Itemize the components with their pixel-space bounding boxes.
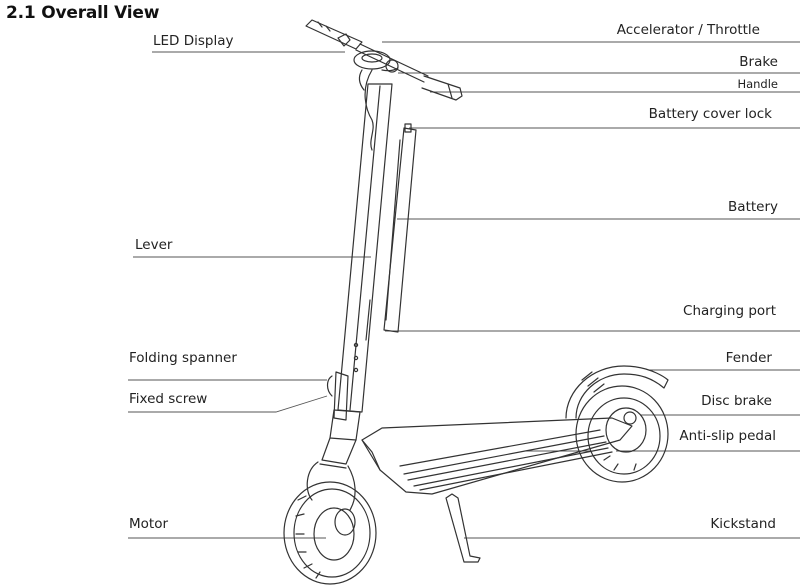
- label-brake: Brake: [739, 54, 778, 70]
- label-disc-brake: Disc brake: [701, 393, 772, 409]
- handlebar: [305, 19, 463, 101]
- label-accelerator: Accelerator / Throttle: [616, 22, 760, 38]
- label-battery-cover-lock: Battery cover lock: [648, 106, 772, 122]
- stem-lever: [337, 83, 393, 413]
- label-fender: Fender: [725, 350, 772, 366]
- kickstand: [445, 493, 481, 563]
- label-kickstand: Kickstand: [710, 516, 776, 532]
- deck: [361, 417, 633, 495]
- led-display-unit: [353, 50, 399, 91]
- brake-cable: [364, 69, 374, 151]
- label-handle: Handle: [737, 77, 778, 91]
- rear-fender: [565, 365, 669, 419]
- label-battery: Battery: [728, 199, 778, 215]
- label-lever: Lever: [135, 237, 173, 253]
- front-fork: [306, 437, 357, 511]
- rear-wheel: [575, 385, 669, 483]
- battery-pack: [383, 123, 417, 333]
- leader-lines: [128, 41, 800, 539]
- leader-fixed-screw: [128, 395, 328, 413]
- label-anti-slip-pedal: Anti-slip pedal: [679, 428, 776, 444]
- label-folding-spanner: Folding spanner: [129, 350, 237, 366]
- page-title: 2.1 Overall View: [6, 3, 160, 23]
- label-led-display: LED Display: [153, 33, 234, 49]
- label-fixed-screw: Fixed screw: [129, 391, 208, 407]
- front-wheel: [283, 481, 377, 585]
- label-motor: Motor: [129, 516, 169, 532]
- label-charging-port: Charging port: [683, 303, 776, 319]
